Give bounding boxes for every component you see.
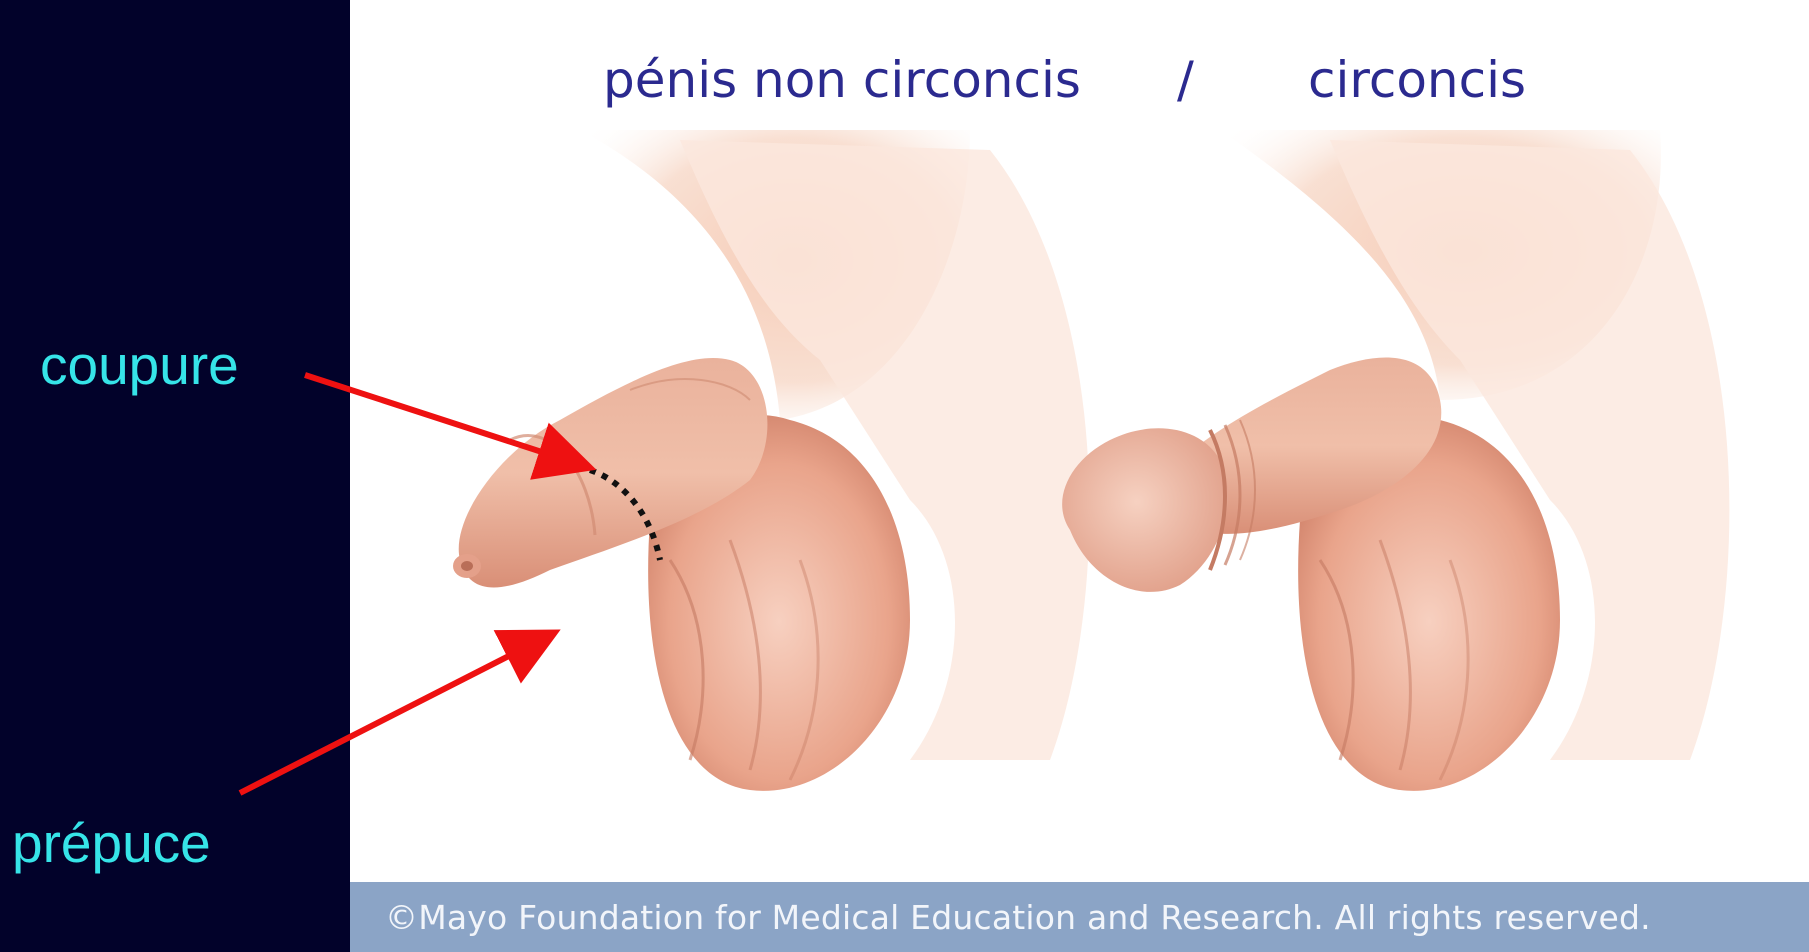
label-prepuce: prépuce bbox=[12, 816, 211, 871]
title-separator: / bbox=[1177, 55, 1194, 105]
circumcised-figure bbox=[1062, 130, 1729, 791]
title-circumcised: circoncis bbox=[1308, 55, 1526, 105]
label-coupure: coupure bbox=[40, 338, 239, 393]
title-uncircumcised: pénis non circoncis bbox=[603, 55, 1081, 105]
uncircumcised-figure bbox=[453, 130, 1089, 791]
credit-bar: ©Mayo Foundation for Medical Education a… bbox=[350, 882, 1809, 952]
illustration-panel: pénis non circoncis / circoncis ©Mayo Fo… bbox=[350, 0, 1809, 952]
copyright-notice: ©Mayo Foundation for Medical Education a… bbox=[385, 898, 1651, 937]
anatomy-illustration bbox=[350, 0, 1809, 952]
